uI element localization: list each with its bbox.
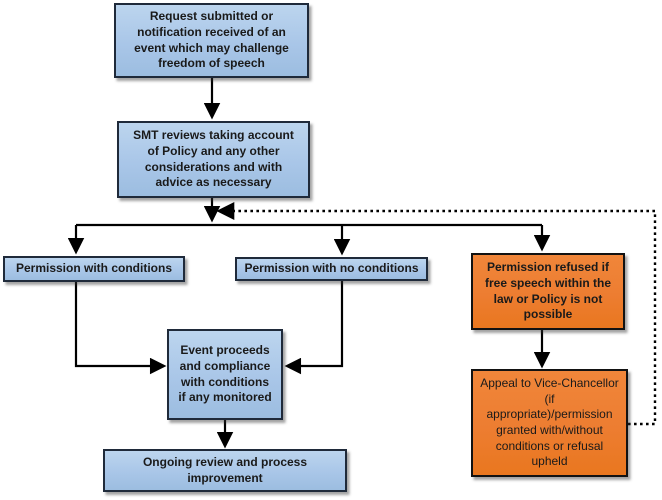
node-request-submitted-label: Request submitted or notification receiv…	[134, 9, 289, 71]
node-smt-reviews-label: SMT reviews taking account of Policy and…	[133, 128, 294, 190]
node-ongoing-review: Ongoing review and process improvement	[103, 449, 347, 492]
node-permission-no-conditions-label: Permission with no conditions	[244, 261, 419, 276]
edge-noconditions-to-event	[284, 281, 344, 375]
edge-conditions-to-event	[74, 282, 167, 375]
node-permission-with-conditions-label: Permission with conditions	[15, 261, 173, 276]
edge-appeal-feedback-loop	[216, 202, 657, 426]
node-appeal-vice-chancellor: Appeal to Vice-Chancellor (if appropriat…	[471, 369, 628, 477]
node-smt-reviews: SMT reviews taking account of Policy and…	[117, 121, 310, 198]
node-request-submitted: Request submitted or notification receiv…	[114, 3, 309, 78]
node-permission-refused: Permission refused if free speech within…	[471, 253, 625, 330]
node-permission-with-conditions: Permission with conditions	[3, 256, 185, 282]
node-ongoing-review-label: Ongoing review and process improvement	[142, 454, 308, 485]
node-event-proceeds: Event proceeds and compliance with condi…	[167, 329, 283, 420]
node-appeal-vice-chancellor-label: Appeal to Vice-Chancellor (if appropriat…	[480, 376, 619, 469]
node-permission-refused-label: Permission refused if free speech within…	[484, 260, 612, 322]
node-permission-no-conditions: Permission with no conditions	[235, 257, 428, 281]
node-event-proceeds-label: Event proceeds and compliance with condi…	[178, 343, 272, 405]
